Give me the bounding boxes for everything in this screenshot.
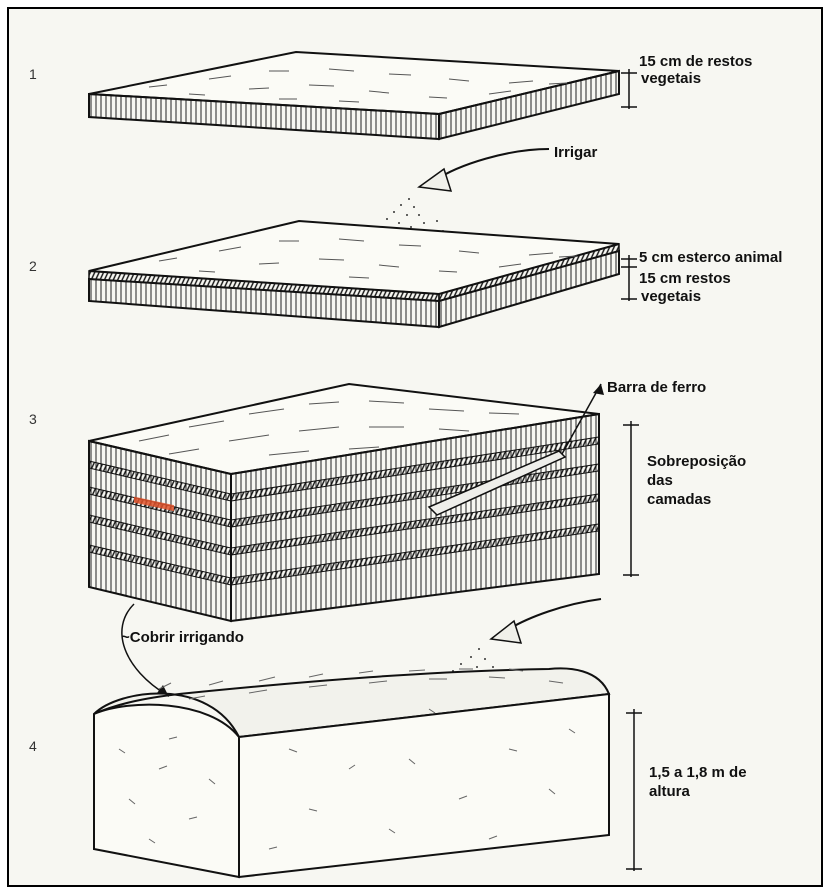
irrigate-label: Irrigar: [554, 144, 598, 161]
layer-1-slab: [89, 52, 619, 139]
layer-2-label-line1: 15 cm restos: [639, 270, 731, 287]
step-number-2: 2: [29, 258, 37, 274]
finished-compost-pile: [94, 668, 609, 877]
layer-1-label-line1: 15 cm de restos: [639, 53, 752, 70]
step-number-4: 4: [29, 738, 37, 754]
stack-label-line3: camadas: [647, 491, 711, 508]
iron-bar-label: Barra de ferro: [607, 379, 706, 396]
step-number-1: 1: [29, 66, 37, 82]
layer-2-slab: [89, 221, 619, 327]
layer-2-label-line2: vegetais: [641, 288, 701, 305]
pile-height-marker: [626, 709, 642, 871]
cover-label: ~Cobrir irrigando: [121, 629, 244, 646]
layer-1-thickness-marker: [621, 69, 637, 109]
stack-height-marker: [623, 421, 639, 577]
height-label-line2: altura: [649, 783, 691, 800]
stack-label-line2: das: [647, 472, 673, 489]
step-number-3: 3: [29, 411, 37, 427]
diagram-frame: 1 15 cm de restos vegetais Irrigar 2: [7, 7, 823, 887]
irrigation-arrow: [434, 149, 549, 181]
layer-1-label-line2: vegetais: [641, 70, 701, 87]
manure-label: 5 cm esterco animal: [639, 249, 782, 266]
watering-spout: [419, 169, 451, 191]
compost-pile-diagram: 1 15 cm de restos vegetais Irrigar 2: [9, 9, 821, 885]
cover-arrow: [122, 604, 167, 695]
stacked-layers-block: [89, 384, 599, 621]
stack-label-line1: Sobreposição: [647, 453, 746, 470]
height-label-line1: 1,5 a 1,8 m de: [649, 764, 747, 781]
layer-2-thickness-marker: [621, 255, 637, 301]
